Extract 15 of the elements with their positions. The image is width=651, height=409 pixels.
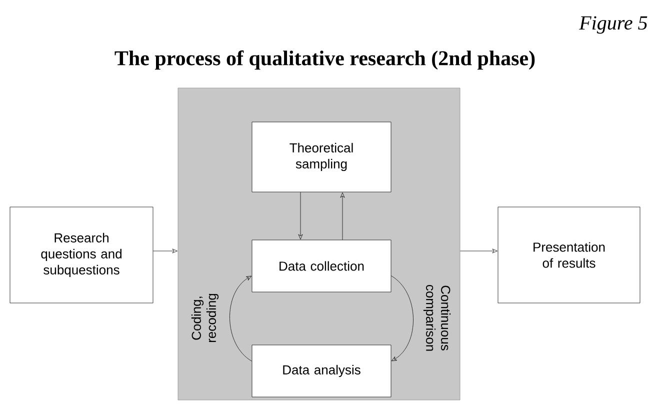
process-box: Presentation of results — [498, 206, 640, 304]
process-box: Data analysis — [252, 344, 392, 398]
edge-label: Coding, recoding — [191, 294, 219, 342]
arrow — [340, 192, 345, 240]
figure-number: Figure 5 — [579, 16, 648, 34]
edge-label: Continuous comparison — [423, 284, 451, 351]
process-box: Theoretical sampling — [252, 122, 392, 192]
arrow — [460, 248, 498, 254]
arrow — [230, 276, 252, 362]
arrow — [153, 248, 178, 254]
process-box: Research questions and subquestions — [10, 206, 154, 304]
title: The process of qualitative research (2nd phase) — [114, 50, 535, 70]
process-box: Data collection — [252, 240, 392, 292]
arrow — [298, 192, 303, 240]
arrow — [391, 276, 414, 362]
